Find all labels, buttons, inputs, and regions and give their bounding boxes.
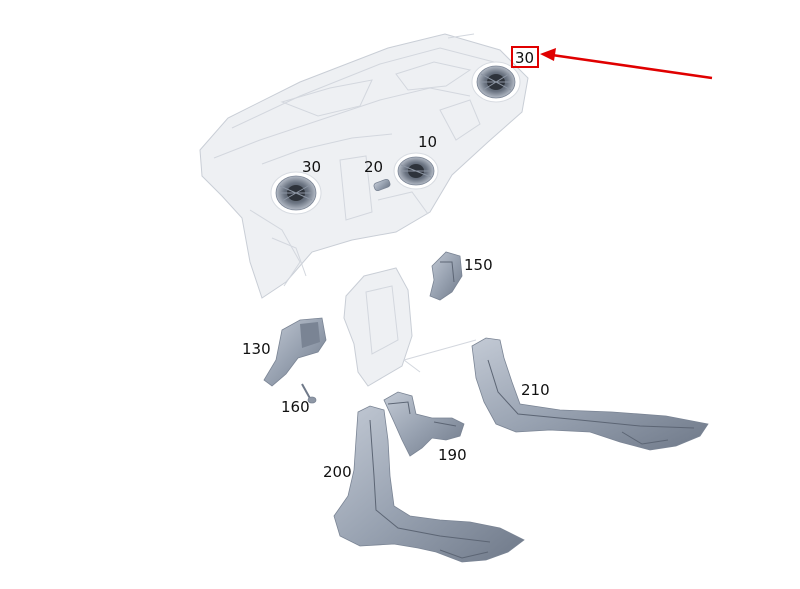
air-duct-upper-left[interactable] bbox=[263, 317, 327, 387]
air-vent-center[interactable] bbox=[393, 152, 439, 190]
callout-labels: 30 30 10 20 150 130 160 210 190 200 bbox=[242, 49, 550, 481]
callout-duct-floor-right[interactable]: 210 bbox=[521, 381, 550, 399]
callout-vent-right[interactable]: 30 bbox=[515, 49, 534, 67]
callout-screw[interactable]: 160 bbox=[281, 398, 310, 416]
floor-duct-right[interactable] bbox=[471, 337, 709, 451]
clip-part[interactable] bbox=[373, 178, 391, 192]
screw-part[interactable] bbox=[301, 383, 317, 404]
callout-clip[interactable]: 20 bbox=[364, 158, 383, 176]
air-duct-upper-right[interactable] bbox=[429, 251, 463, 301]
highlight-box bbox=[511, 46, 539, 68]
callout-vent-center[interactable]: 10 bbox=[418, 133, 437, 151]
center-duct[interactable] bbox=[383, 391, 465, 457]
air-vent-left[interactable] bbox=[270, 171, 322, 215]
air-vent-right[interactable] bbox=[471, 61, 521, 103]
callout-duct-floor-left[interactable]: 200 bbox=[323, 463, 352, 481]
support-bracket bbox=[343, 267, 477, 387]
highlight-arrow-line bbox=[551, 53, 713, 80]
highlight-arrow-head bbox=[540, 48, 556, 61]
callout-duct-center[interactable]: 190 bbox=[438, 446, 467, 464]
floor-duct-left[interactable] bbox=[333, 405, 525, 563]
callout-vent-left[interactable]: 30 bbox=[302, 158, 321, 176]
highlight-annotation bbox=[511, 46, 713, 80]
callout-duct-upper-left[interactable]: 130 bbox=[242, 340, 271, 358]
callout-duct-upper-right[interactable]: 150 bbox=[464, 256, 493, 274]
dashboard-panel bbox=[199, 33, 529, 299]
